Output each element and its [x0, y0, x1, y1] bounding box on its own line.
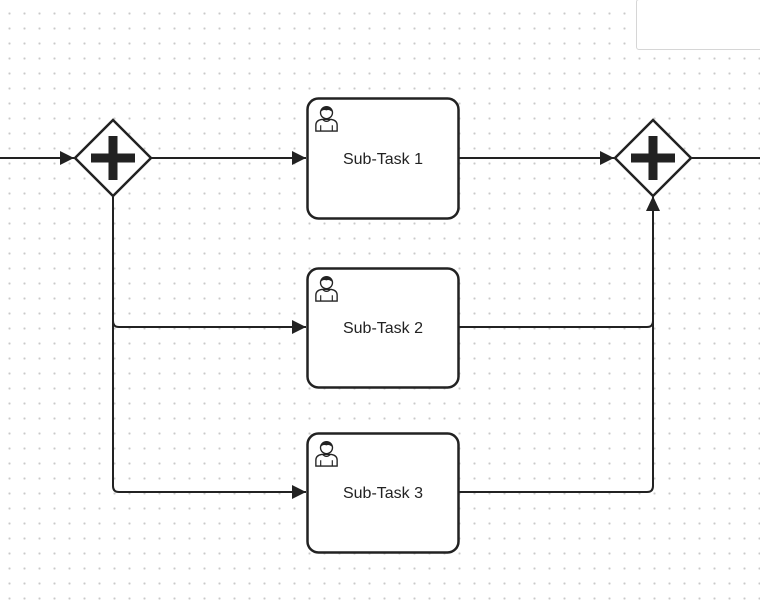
plus-icon	[91, 136, 135, 180]
user-task-1[interactable]: Sub-Task 1	[306, 97, 460, 220]
arrowhead-icon	[292, 320, 306, 334]
arrowhead-icon	[292, 151, 306, 165]
task-label: Sub-Task 2	[343, 320, 423, 337]
arrowhead-icon	[646, 196, 660, 211]
arrowhead-icon	[600, 151, 614, 165]
plus-icon	[631, 136, 675, 180]
flow-fork-to-task-2[interactable]	[112, 197, 306, 334]
user-task-3[interactable]: Sub-Task 3	[306, 432, 460, 554]
properties-panel[interactable]	[636, 0, 760, 50]
flow-fork-to-task-3[interactable]	[112, 321, 306, 499]
flow-task-1-to-join[interactable]	[459, 151, 614, 165]
flow-task-2-to-join[interactable]	[459, 197, 654, 328]
flow-incoming-to-fork[interactable]	[0, 151, 74, 165]
flow-task-3-to-join[interactable]	[459, 196, 660, 493]
sequence-flows	[0, 151, 760, 499]
arrowhead-icon	[292, 485, 306, 499]
task-label: Sub-Task 1	[343, 151, 423, 168]
fork-parallel-gateway[interactable]	[73, 118, 153, 198]
join-parallel-gateway[interactable]	[613, 118, 693, 198]
arrowhead-icon	[60, 151, 74, 165]
flow-fork-to-task-1[interactable]	[151, 151, 306, 165]
user-task-2[interactable]: Sub-Task 2	[306, 267, 460, 389]
task-label: Sub-Task 3	[343, 485, 423, 502]
